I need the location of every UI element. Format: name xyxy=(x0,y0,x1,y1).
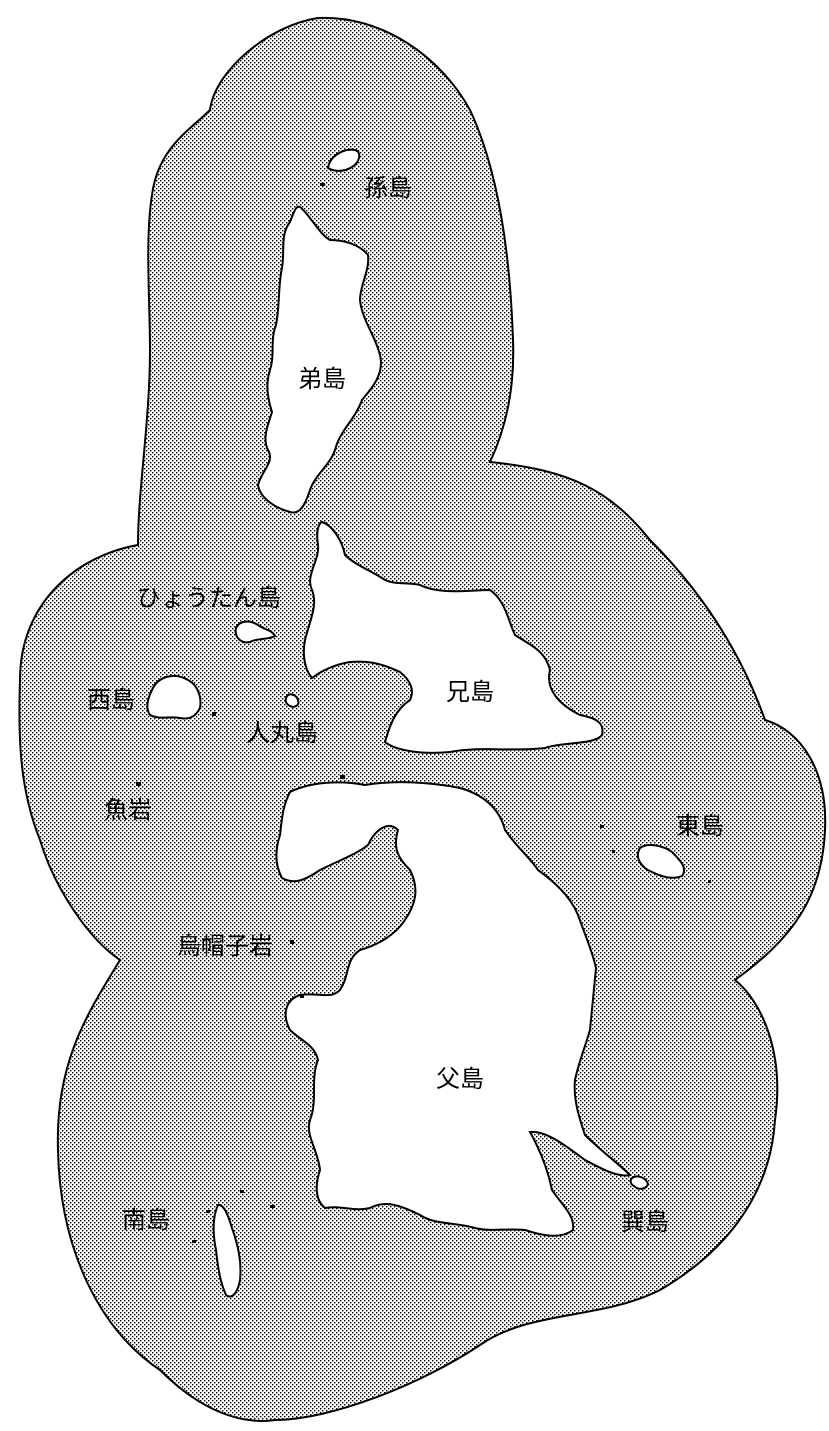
rock xyxy=(320,183,325,186)
label-anijima: 兄島 xyxy=(446,678,494,706)
label-nishijima: 西島 xyxy=(87,686,135,714)
rock xyxy=(192,1240,196,1243)
island-higashijima xyxy=(636,844,686,879)
rock xyxy=(600,825,604,828)
island-anijima xyxy=(302,520,604,754)
small-rocks xyxy=(136,183,711,1243)
island-nishijima xyxy=(146,674,202,720)
label-minamijima: 南島 xyxy=(122,1206,170,1234)
rock xyxy=(240,1190,244,1193)
label-hyoutanjima: ひょうたん島 xyxy=(137,584,281,612)
island-magojima xyxy=(326,148,361,172)
label-hitomarujima: 人丸島 xyxy=(246,719,318,747)
label-magojima: 孫島 xyxy=(364,174,412,202)
rock xyxy=(612,850,615,853)
rock xyxy=(212,712,216,716)
rock xyxy=(708,880,711,883)
rock xyxy=(270,1205,275,1208)
island-hitomarujima xyxy=(284,693,300,708)
label-higashijima: 東島 xyxy=(676,812,724,840)
rock xyxy=(206,1210,210,1213)
rock xyxy=(300,995,304,998)
label-eboshiiwa: 烏帽子岩 xyxy=(177,932,273,960)
rock-eboshiiwa xyxy=(290,940,294,944)
island-hyoutanjima xyxy=(234,620,277,644)
label-otoutojima: 弟島 xyxy=(298,365,346,393)
label-chichijima: 父島 xyxy=(436,1065,484,1093)
island-sujima xyxy=(629,1175,650,1190)
rock-uoiwa xyxy=(136,782,141,786)
island-otoutojima xyxy=(256,205,382,514)
label-uoiwa: 魚岩 xyxy=(104,796,152,824)
label-sujima: 巽島 xyxy=(621,1208,669,1236)
island-minamijima xyxy=(212,1204,242,1298)
rock xyxy=(340,775,345,779)
island-chichijima xyxy=(275,781,632,1237)
